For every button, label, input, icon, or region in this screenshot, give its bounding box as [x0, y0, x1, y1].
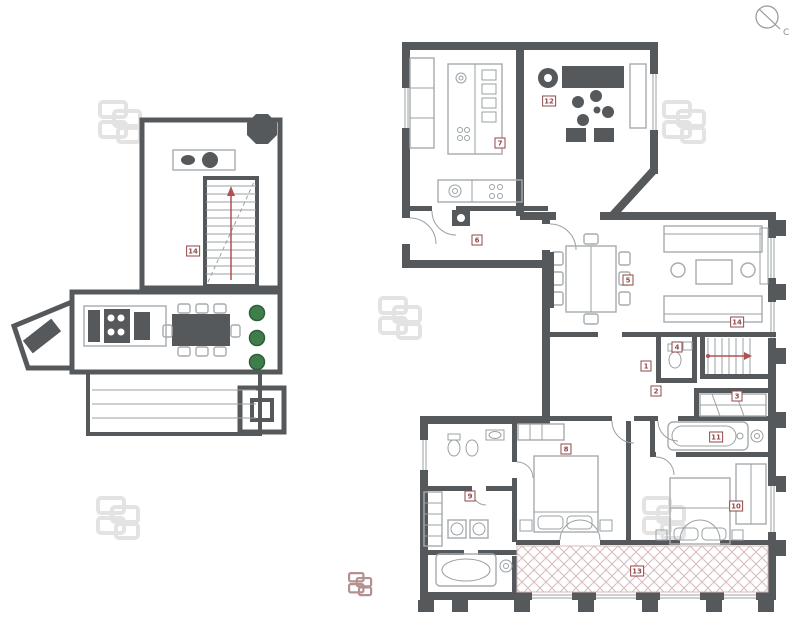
lower-level-walls	[10, 114, 287, 436]
dressing-room-9	[423, 491, 489, 547]
garage-object	[22, 318, 62, 354]
plan-lower-level	[10, 114, 287, 436]
compass-label: C	[783, 28, 789, 38]
ramp-lines	[92, 389, 256, 419]
windows	[402, 74, 776, 600]
bathroom-upper-left	[447, 429, 505, 457]
bathroom-11	[667, 421, 764, 451]
wc-fixtures	[667, 341, 693, 369]
pantry-fixture	[457, 214, 465, 222]
main-level-staircase	[706, 338, 752, 374]
kitchen-worktop	[437, 179, 523, 203]
sideboard	[172, 149, 236, 171]
dining-set	[551, 233, 631, 325]
bathroom-lower-left	[435, 553, 513, 587]
bedroom-10	[655, 463, 767, 545]
plan-main-level	[402, 42, 786, 612]
sofa-set	[663, 225, 769, 323]
bedroom-8	[517, 423, 613, 533]
kitchen-island	[447, 63, 503, 155]
compass: C	[755, 5, 789, 38]
lower-level-furniture	[22, 149, 266, 419]
kitchen-counter	[83, 305, 167, 347]
lounge-room-12	[538, 63, 647, 142]
column	[247, 114, 277, 144]
dining-table	[162, 303, 241, 357]
logo-mark	[348, 572, 373, 597]
main-level-furniture	[409, 57, 769, 587]
kitchen-cabinets	[409, 57, 435, 149]
tv-panel	[549, 252, 554, 308]
closet	[699, 393, 767, 417]
plants	[248, 304, 266, 371]
lower-level-staircase	[203, 176, 259, 288]
terrace	[516, 545, 769, 593]
wall-openings	[402, 212, 600, 250]
